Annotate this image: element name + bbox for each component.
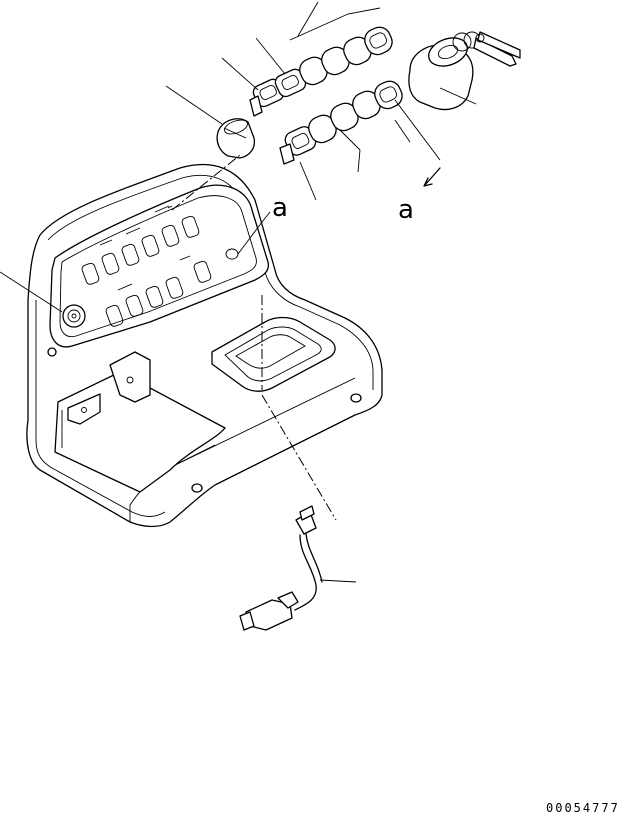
- rotary-knob: [216, 118, 256, 159]
- console-housing: [26, 163, 383, 528]
- key-socket: [62, 304, 86, 328]
- callout-letter-lower: a: [398, 195, 414, 225]
- wire-harness: [239, 505, 323, 631]
- console-tray: [211, 316, 336, 392]
- key-switch-assembly: [408, 31, 521, 111]
- switch-slots: [81, 205, 239, 327]
- callout-letter-upper: a: [272, 193, 288, 223]
- document-number: 00054777: [546, 801, 620, 815]
- lower-switch-row: [279, 80, 403, 165]
- leader-lines: [0, 1, 477, 583]
- upper-switch-row: [249, 26, 393, 117]
